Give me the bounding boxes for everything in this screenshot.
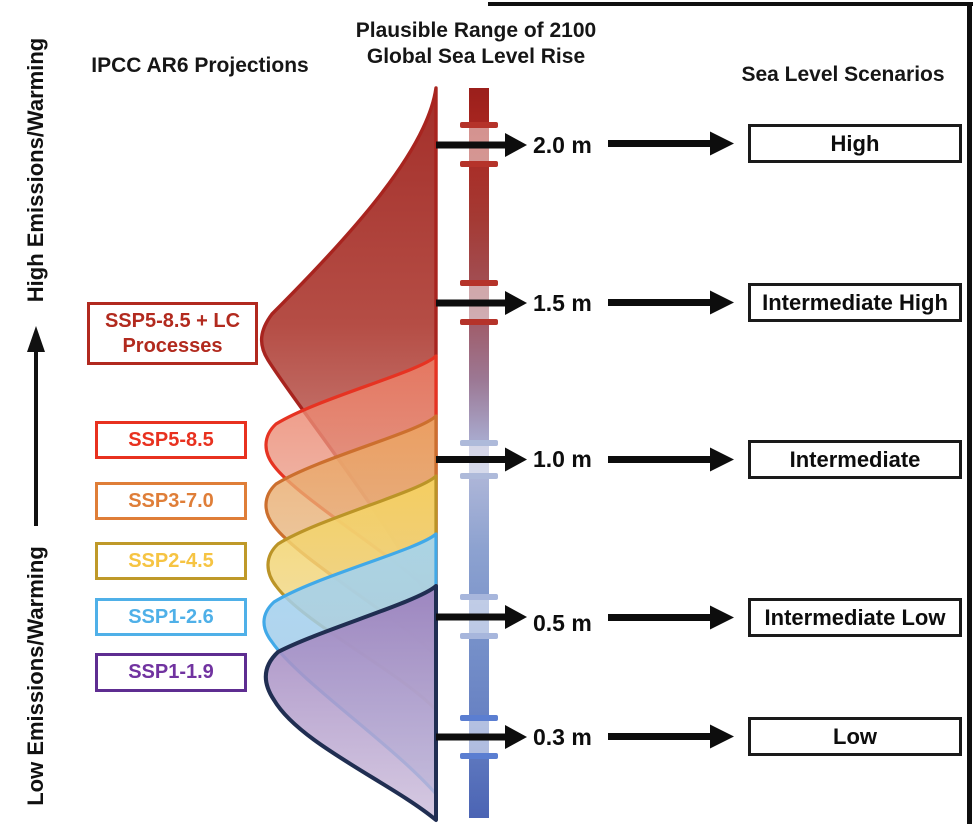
colorbar-ticks [460,122,498,759]
scenario-box-intermediate-high: Intermediate High [748,283,962,322]
projection-distribution-curves [260,86,438,822]
level-arrows [436,133,527,749]
ssp-box-ssp5-85-lc: SSP5-8.5 + LC Processes [87,302,258,365]
curve-ssp1-19 [263,584,438,822]
ssp-box-ssp1-19: SSP1-1.9 [95,653,247,692]
axis-label-high-emissions: High Emissions/Warming [23,37,48,303]
scenario-arrows [608,131,734,749]
frame-border [488,2,973,824]
ssp-box-ssp2-45: SSP2-4.5 [95,542,247,580]
colorbar-title: Plausible Range of 2100 Global Sea Level… [326,18,626,71]
axis-label-low-emissions: Low Emissions/Warming [23,546,48,806]
sea-level-colorbar [460,88,498,818]
ssp-box-ssp1-26: SSP1-2.6 [95,598,247,636]
scenario-box-intermediate-low: Intermediate Low [748,598,962,637]
level-label-1-0m: 1.0 m [533,446,592,472]
ssp-box-ssp3-70: SSP3-7.0 [95,482,247,520]
level-label-0-5m: 0.5 m [533,610,592,636]
level-label-2-0m: 2.0 m [533,132,592,158]
scenario-box-intermediate: Intermediate [748,440,962,479]
level-label-1-5m: 1.5 m [533,290,592,316]
emissions-axis-arrow [27,326,45,526]
scenario-box-high: High [748,124,962,163]
scenario-box-low: Low [748,717,962,756]
ssp-box-ssp5-85: SSP5-8.5 [95,421,247,459]
scenarios-title: Sea Level Scenarios [741,63,945,86]
projections-title: IPCC AR6 Projections [91,54,309,77]
level-label-0-3m: 0.3 m [533,724,592,750]
colorbar-title-line2: Global Sea Level Rise [366,45,586,69]
colorbar-title-line1: Plausible Range of 2100 [355,19,597,42]
